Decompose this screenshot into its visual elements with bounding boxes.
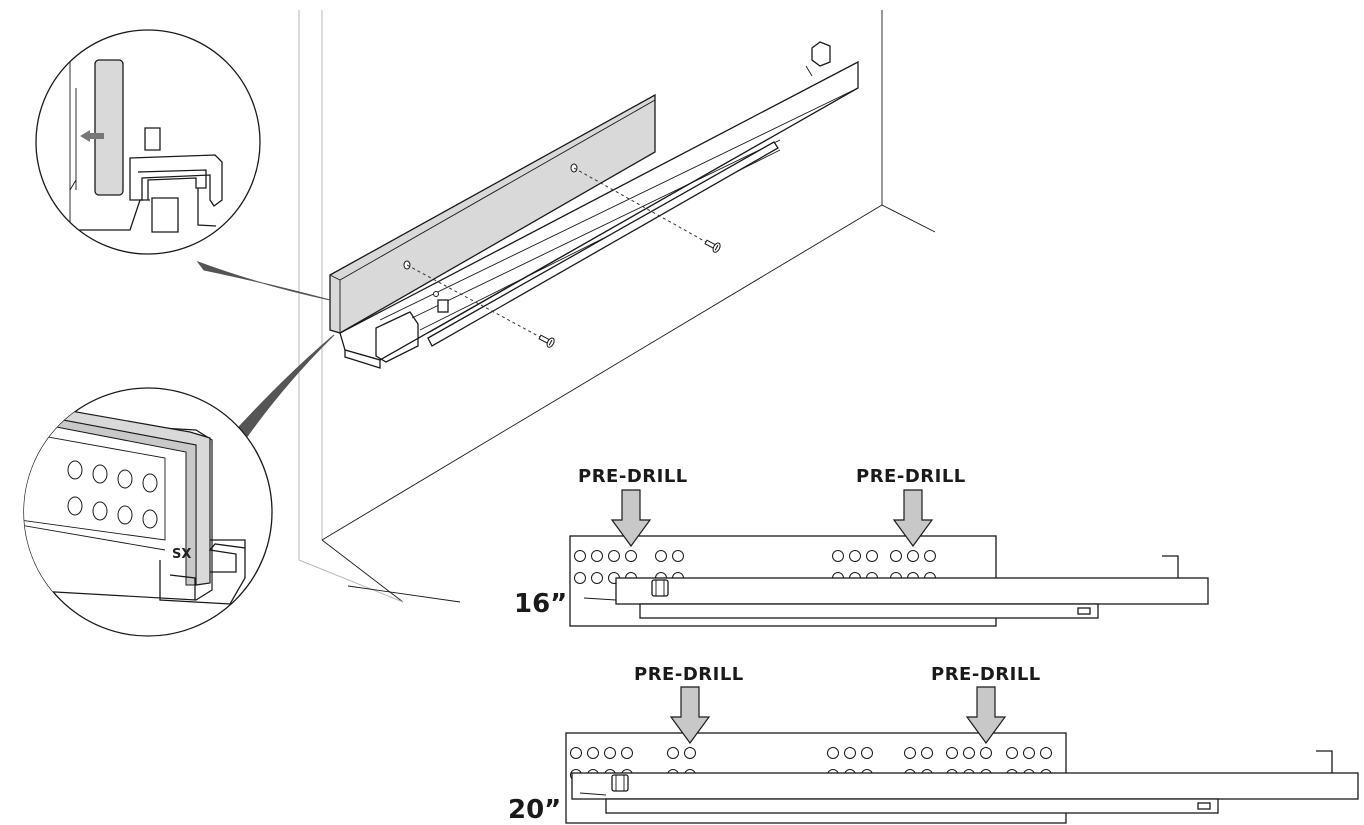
size-label-16: 16” <box>514 589 567 619</box>
pre-drill-label: PRE-DRILL <box>578 466 688 487</box>
pre-drill-label: PRE-DRILL <box>634 664 744 685</box>
screw-icon <box>704 239 721 253</box>
down-arrow-icon <box>610 489 652 548</box>
screw-icon <box>538 334 555 348</box>
down-arrow-icon <box>669 686 711 745</box>
callout-leaders <box>196 260 335 439</box>
pre-drill-label: PRE-DRILL <box>931 664 1041 685</box>
drawer-slide-mounted <box>329 41 859 369</box>
pre-drill-label: PRE-DRILL <box>856 466 966 487</box>
detail-callout-top <box>35 29 261 255</box>
size-label-20: 20” <box>508 795 561 825</box>
slide-20-diagram <box>565 732 1359 824</box>
cabinet-outline <box>298 10 936 603</box>
detail-callout-bottom: SX <box>23 387 273 637</box>
down-arrow-icon <box>892 489 934 548</box>
slide-mark: SX <box>172 547 191 562</box>
down-arrow-icon <box>965 686 1007 745</box>
slide-16-diagram <box>569 535 1209 627</box>
